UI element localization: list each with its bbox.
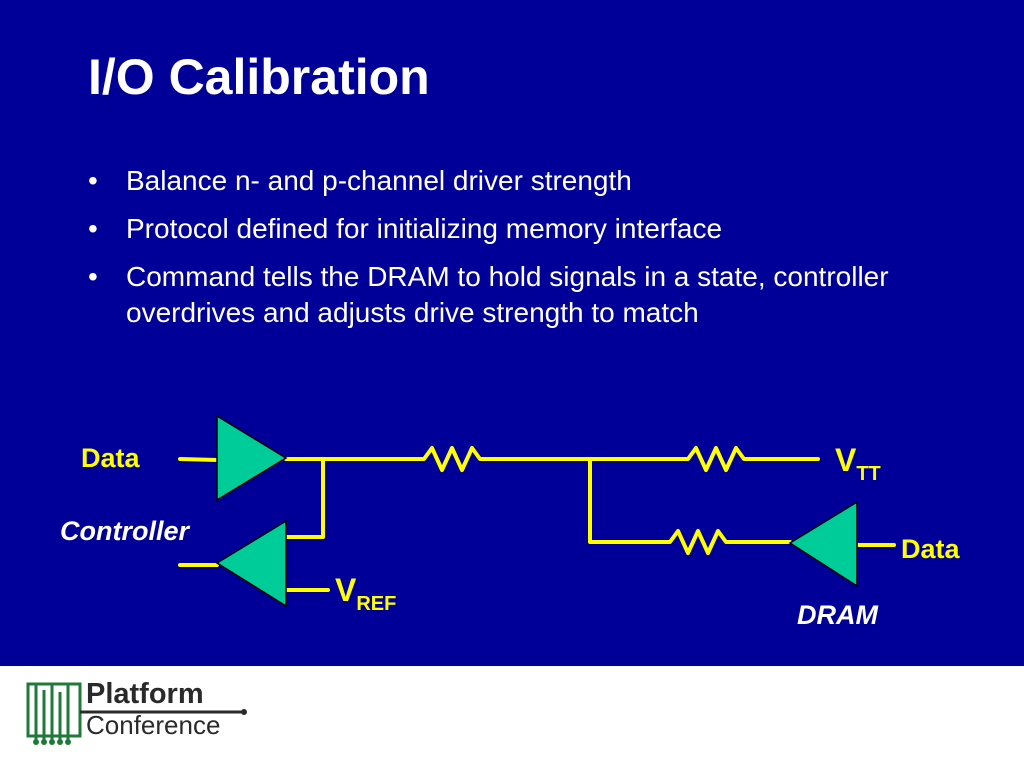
- label-vtt: VTT: [835, 442, 881, 485]
- wire-controller-pad: [284, 457, 325, 539]
- label-vtt-sub: TT: [856, 463, 880, 485]
- drivers: [215, 414, 858, 608]
- bullet-marker: •: [88, 261, 98, 292]
- series-resistor: [414, 446, 490, 472]
- logo: Platform Conference: [86, 678, 221, 740]
- dram-driver-triangle: [788, 500, 858, 588]
- label-vref: VREF: [335, 572, 396, 615]
- label-data-left: Data: [81, 443, 141, 473]
- label-controller: Controller: [60, 516, 190, 546]
- slide: I/O Calibration • Balance n- and p-chann…: [0, 0, 1024, 666]
- label-data-right: Data: [901, 534, 961, 564]
- label-vref-main: V: [335, 572, 357, 608]
- bullet-item: • Protocol defined for initializing memo…: [88, 211, 948, 247]
- bullet-item: • Balance n- and p-channel driver streng…: [88, 163, 948, 199]
- footer: [0, 666, 1024, 768]
- termination-resistor: [678, 446, 754, 472]
- diagram-labels: Data Controller VREF VTT Data DRAM: [60, 442, 961, 630]
- bullet-list: • Balance n- and p-channel driver streng…: [88, 163, 948, 343]
- slide-title: I/O Calibration: [88, 49, 430, 105]
- bullet-marker: •: [88, 213, 98, 244]
- controller-driver-triangle: [216, 414, 288, 502]
- wires: [178, 446, 896, 592]
- bullet-text: Balance n- and p-channel driver strength: [126, 165, 632, 196]
- dram-resistor: [660, 529, 736, 555]
- bullet-item: • Command tells the DRAM to hold signals…: [88, 259, 948, 331]
- bullet-marker: •: [88, 165, 98, 196]
- logo-line-1: Platform: [86, 678, 204, 710]
- controller-receiver-triangle: [215, 519, 287, 608]
- bullet-text: Command tells the DRAM to hold signals i…: [126, 261, 889, 328]
- label-vref-sub: REF: [356, 593, 396, 615]
- bullet-text: Protocol defined for initializing memory…: [126, 213, 723, 244]
- logo-line-2: Conference: [86, 710, 221, 740]
- wire-dram-branch: [588, 457, 664, 544]
- label-dram: DRAM: [797, 600, 878, 630]
- label-vtt-main: V: [835, 442, 857, 478]
- wire-controller-data-in: [178, 457, 219, 462]
